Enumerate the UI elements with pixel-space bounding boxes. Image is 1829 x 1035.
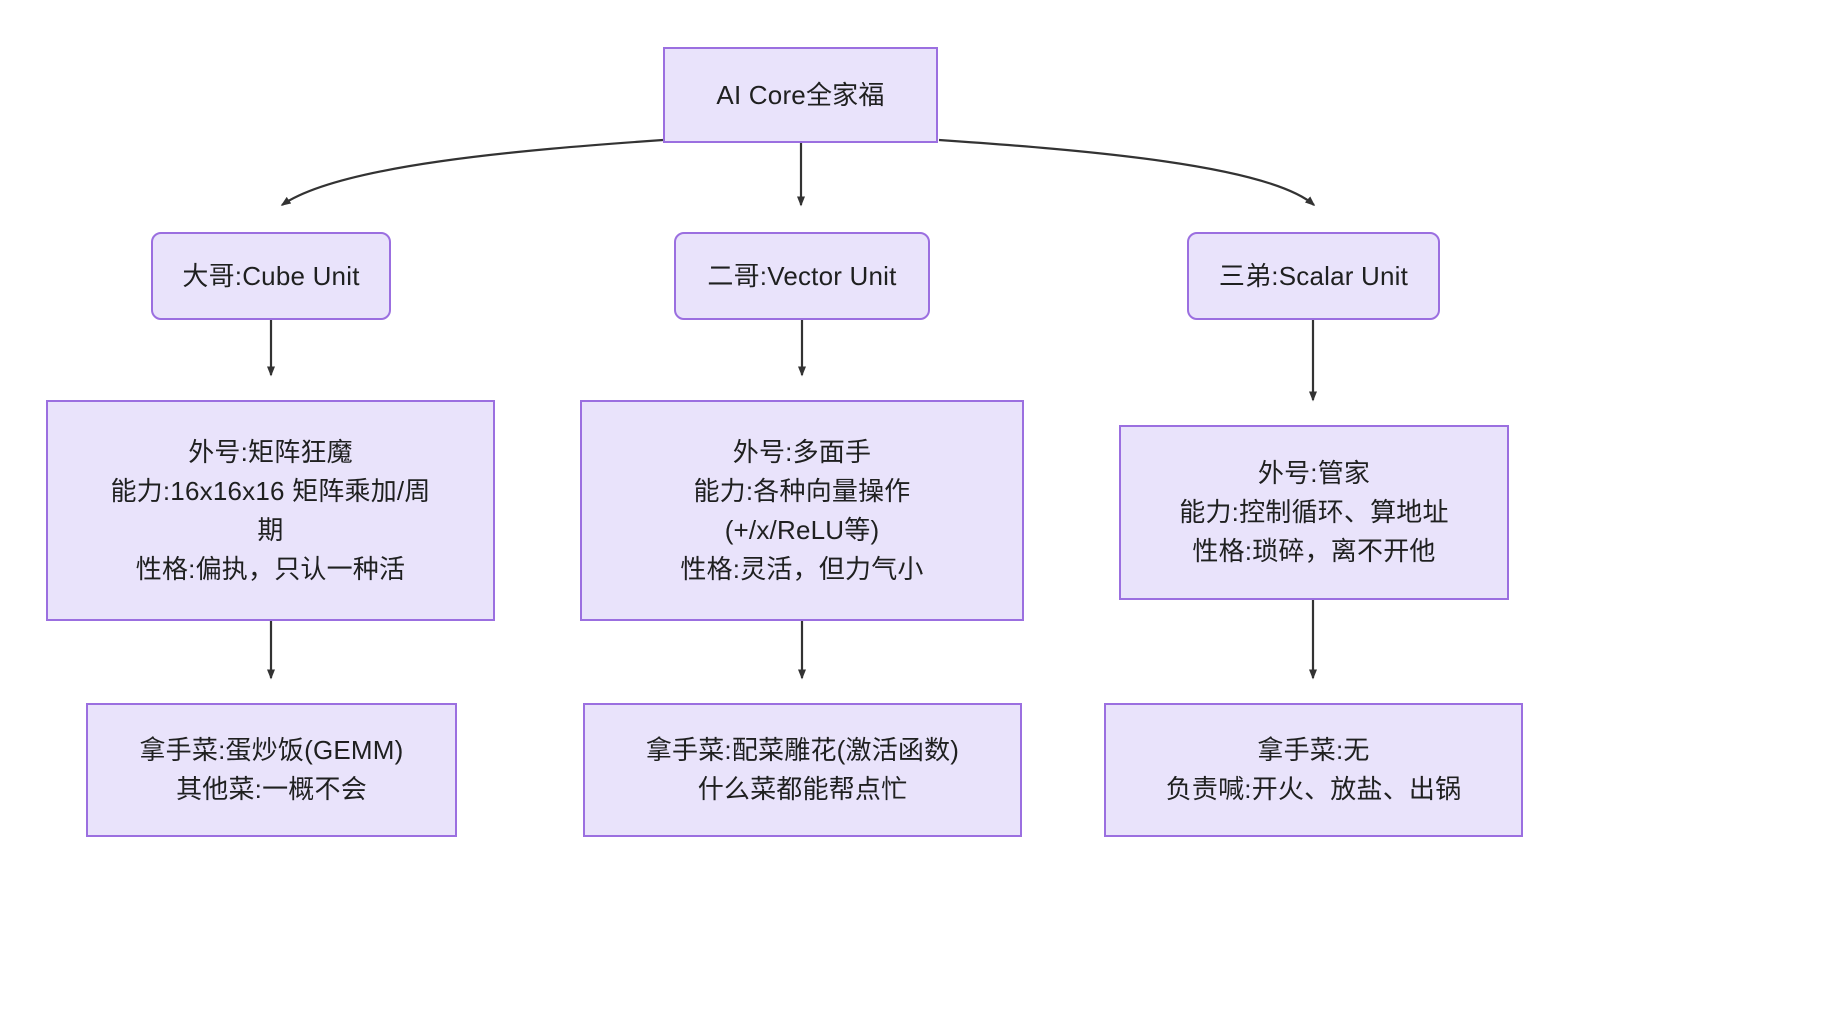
node-scalar-detail-line-1: 外号:管家 (1257, 458, 1371, 488)
node-scalar-dish-line-1: 拿手菜:无 (1257, 735, 1370, 765)
node-vector-detail-line-2: 能力:各种向量操作 (693, 475, 911, 506)
node-vector-dish-line-2: 什么菜都能帮点忙 (697, 774, 908, 804)
node-vector-dish[interactable]: 拿手菜:配菜雕花(激活函数) 什么菜都能帮点忙 (583, 703, 1022, 837)
node-cube-dish[interactable]: 拿手菜:蛋炒饭(GEMM) 其他菜:一概不会 (86, 703, 457, 837)
node-cube-detail[interactable]: 外号:矩阵狂魔 能力:16x16x16 矩阵乘加/周 期 性格:偏执，只认一种活 (46, 400, 495, 621)
node-vector-detail[interactable]: 外号:多面手 能力:各种向量操作 (+/x/ReLU等) 性格:灵活，但力气小 (580, 400, 1024, 621)
node-scalar-unit[interactable]: 三弟:Scalar Unit (1187, 232, 1440, 320)
node-scalar-dish[interactable]: 拿手菜:无 负责喊:开火、放盐、出锅 (1104, 703, 1523, 837)
node-vector-unit-label: 二哥:Vector Unit (707, 260, 897, 291)
node-cube-unit[interactable]: 大哥:Cube Unit (151, 232, 391, 320)
node-root-label: AI Core全家福 (716, 79, 885, 110)
node-scalar-detail[interactable]: 外号:管家 能力:控制循环、算地址 性格:琐碎，离不开他 (1119, 425, 1509, 600)
node-root[interactable]: AI Core全家福 (663, 47, 938, 143)
node-cube-dish-line-2: 其他菜:一概不会 (176, 774, 367, 804)
node-vector-unit[interactable]: 二哥:Vector Unit (674, 232, 930, 320)
node-scalar-detail-line-3: 性格:琐碎，离不开他 (1192, 536, 1436, 566)
node-cube-detail-line-3: 期 (257, 514, 284, 545)
node-cube-detail-line-4: 性格:偏执，只认一种活 (135, 553, 406, 584)
node-scalar-unit-label: 三弟:Scalar Unit (1218, 260, 1409, 291)
node-vector-detail-line-4: 性格:灵活，但力气小 (680, 553, 924, 584)
node-vector-detail-line-1: 外号:多面手 (732, 436, 872, 467)
node-cube-detail-line-2: 能力:16x16x16 矩阵乘加/周 (110, 475, 431, 506)
node-scalar-detail-line-2: 能力:控制循环、算地址 (1179, 497, 1449, 527)
edge-root-to-scalar (938, 138, 1316, 206)
node-cube-detail-line-1: 外号:矩阵狂魔 (188, 436, 353, 467)
node-vector-dish-line-1: 拿手菜:配菜雕花(激活函数) (645, 735, 960, 765)
node-vector-detail-line-3: (+/x/ReLU等) (724, 514, 880, 545)
node-cube-dish-line-1: 拿手菜:蛋炒饭(GEMM) (139, 735, 404, 765)
edge-root-to-cube (280, 138, 664, 206)
node-scalar-dish-line-2: 负责喊:开火、放盐、出锅 (1165, 774, 1462, 804)
node-cube-unit-label: 大哥:Cube Unit (182, 260, 360, 291)
